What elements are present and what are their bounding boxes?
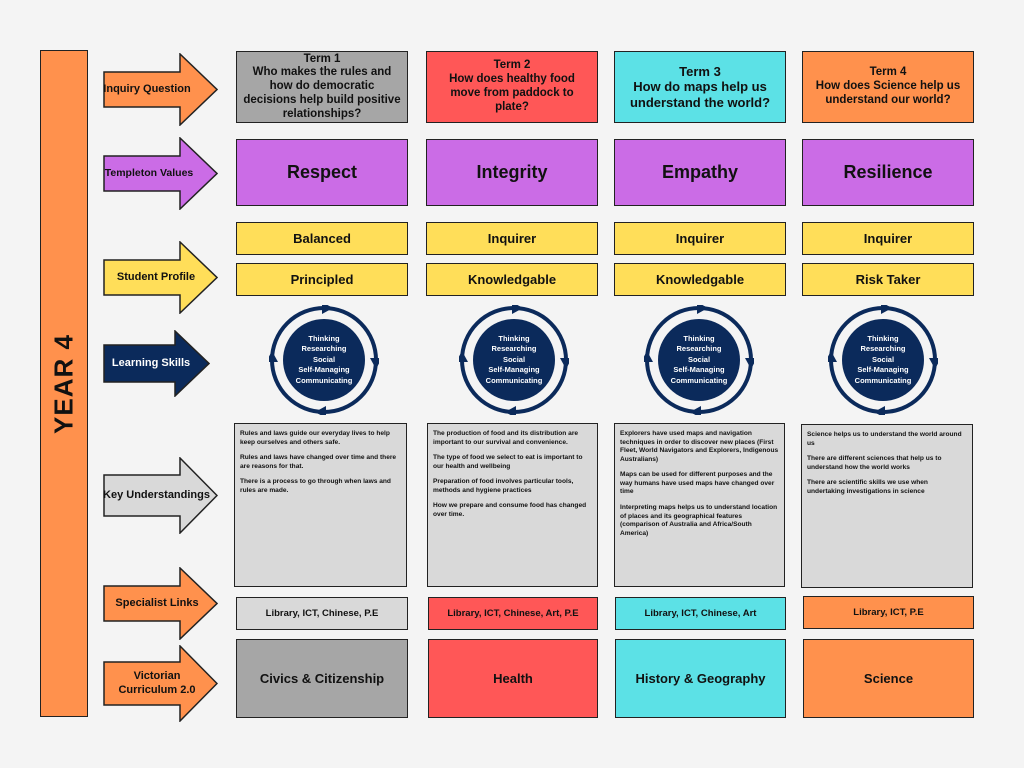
row-arrow-skills: Learning Skills <box>103 330 210 397</box>
skill-researching: Researching <box>491 344 537 354</box>
skill-self-managing: Self-Managing <box>857 365 909 375</box>
learning-skills-cycle-term-2: Thinking Researching Social Self-Managin… <box>456 302 572 418</box>
profile-1-term-3: Inquirer <box>614 222 786 255</box>
inquiry-question-term-4: Term 4 How does Science help us understa… <box>802 51 974 123</box>
year-label: YEAR 4 <box>48 333 79 434</box>
understanding-item: The type of food we select to eat is imp… <box>433 454 583 470</box>
curriculum-term-1: Civics & Citizenship <box>236 639 408 718</box>
skill-thinking: Thinking <box>308 333 340 343</box>
understanding-item: Maps can be used for different purposes … <box>620 471 775 496</box>
understandings-term-2: The production of food and its distribut… <box>427 423 598 587</box>
understanding-item: Rules and laws guide our everyday lives … <box>240 430 390 446</box>
arrow-shape-icon <box>103 137 218 210</box>
learning-skills-cycle-term-1: Thinking Researching Social Self-Managin… <box>266 302 382 418</box>
row-label-values: Templeton Values <box>104 166 194 179</box>
value-term-2: Integrity <box>426 139 598 206</box>
skill-self-managing: Self-Managing <box>673 365 725 375</box>
row-label-profile: Student Profile <box>116 270 196 283</box>
arrow-shape-icon <box>103 241 218 314</box>
profile-2-term-1: Principled <box>236 263 408 296</box>
profile-2-term-4: Risk Taker <box>802 263 974 296</box>
cycle-arrows-icon <box>266 302 382 418</box>
year-banner: YEAR 4 <box>40 50 88 717</box>
skill-researching: Researching <box>676 344 722 354</box>
understanding-item: Interpreting maps helps us to understand… <box>620 503 778 537</box>
inquiry-question-text: Who makes the rules and how do democrati… <box>243 66 401 120</box>
understandings-term-4: Science helps us to understand the world… <box>801 424 973 588</box>
arrow-shape-icon <box>103 567 218 640</box>
row-arrow-values: Templeton Values <box>103 137 218 210</box>
curriculum-term-2: Health <box>428 639 598 718</box>
understandings-term-1: Rules and laws guide our everyday lives … <box>234 423 407 587</box>
specialist-term-4: Library, ICT, P.E <box>803 596 974 629</box>
row-label-curriculum: Victorian Curriculum 2.0 <box>118 669 196 696</box>
row-arrow-inquiry: Inquiry Question <box>103 53 218 126</box>
arrow-shape-icon <box>103 457 218 534</box>
specialist-term-2: Library, ICT, Chinese, Art, P.E <box>428 597 598 630</box>
value-term-1: Respect <box>236 139 408 206</box>
row-arrow-profile: Student Profile <box>103 241 218 314</box>
understanding-item: Rules and laws have changed over time an… <box>240 454 397 470</box>
row-label-specialist: Specialist Links <box>115 596 199 609</box>
row-label-skills: Learning Skills <box>111 356 191 369</box>
understanding-item: There is a process to go through when la… <box>240 478 391 494</box>
arrow-shape-icon <box>103 53 218 126</box>
curriculum-term-3: History & Geography <box>615 639 786 718</box>
understanding-item: How we prepare and consume food has chan… <box>433 502 587 518</box>
specialist-term-3: Library, ICT, Chinese, Art <box>615 597 786 630</box>
skill-self-managing: Self-Managing <box>488 365 540 375</box>
term-heading: Term 1 <box>303 52 341 65</box>
skill-thinking: Thinking <box>867 333 899 343</box>
inquiry-question-text: How does Science help us understand our … <box>815 80 961 106</box>
skill-communicating: Communicating <box>295 375 353 385</box>
inquiry-question-term-3: Term 3 How do maps help us understand th… <box>614 51 786 123</box>
value-term-3: Empathy <box>614 139 786 206</box>
arrow-shape-icon <box>103 645 218 722</box>
skill-communicating: Communicating <box>854 375 912 385</box>
profile-1-term-2: Inquirer <box>426 222 598 255</box>
curriculum-term-4: Science <box>803 639 974 718</box>
inquiry-question-term-1: Term 1 Who makes the rules and how do de… <box>236 51 408 123</box>
skill-thinking: Thinking <box>498 333 530 343</box>
row-arrow-specialist: Specialist Links <box>103 567 218 640</box>
skill-thinking: Thinking <box>683 333 715 343</box>
skill-researching: Researching <box>860 344 906 354</box>
skill-researching: Researching <box>301 344 347 354</box>
understanding-item: Science helps us to understand the world… <box>807 431 962 447</box>
skill-communicating: Communicating <box>485 375 543 385</box>
value-term-4: Resilience <box>802 139 974 206</box>
skill-social: Social <box>312 354 336 364</box>
skill-communicating: Communicating <box>670 375 728 385</box>
inquiry-question-term-2: Term 2 How does healthy food move from p… <box>426 51 598 123</box>
skill-social: Social <box>502 354 526 364</box>
profile-2-term-2: Knowledgable <box>426 263 598 296</box>
term-heading: Term 4 <box>869 66 907 79</box>
understandings-term-3: Explorers have used maps and navigation … <box>614 423 785 587</box>
row-arrow-curriculum: Victorian Curriculum 2.0 <box>103 645 218 722</box>
skill-social: Social <box>871 354 895 364</box>
term-heading: Term 2 <box>493 59 531 72</box>
skill-social: Social <box>687 354 711 364</box>
understanding-item: There are scientific skills we use when … <box>807 479 928 495</box>
profile-2-term-3: Knowledgable <box>614 263 786 296</box>
inquiry-question-text: How do maps help us understand the world… <box>629 79 771 110</box>
skill-self-managing: Self-Managing <box>298 365 350 375</box>
row-label-understandings: Key Understandings <box>103 488 210 501</box>
learning-skills-cycle-term-4: Thinking Researching Social Self-Managin… <box>825 302 941 418</box>
understanding-item: Explorers have used maps and navigation … <box>620 430 779 463</box>
cycle-arrows-icon <box>456 302 572 418</box>
term-heading: Term 3 <box>679 63 721 79</box>
row-label-inquiry: Inquiry Question <box>103 82 191 95</box>
learning-skills-cycle-term-3: Thinking Researching Social Self-Managin… <box>641 302 757 418</box>
arrow-shape-icon <box>103 330 210 397</box>
row-arrow-understandings: Key Understandings <box>103 457 218 534</box>
understanding-item: The production of food and its distribut… <box>433 430 579 446</box>
profile-1-term-4: Inquirer <box>802 222 974 255</box>
understanding-item: There are different sciences that help u… <box>807 455 942 471</box>
profile-1-term-1: Balanced <box>236 222 408 255</box>
understanding-item: Preparation of food involves particular … <box>433 478 574 494</box>
inquiry-question-text: How does healthy food move from paddock … <box>449 73 575 113</box>
specialist-term-1: Library, ICT, Chinese, P.E <box>236 597 408 630</box>
